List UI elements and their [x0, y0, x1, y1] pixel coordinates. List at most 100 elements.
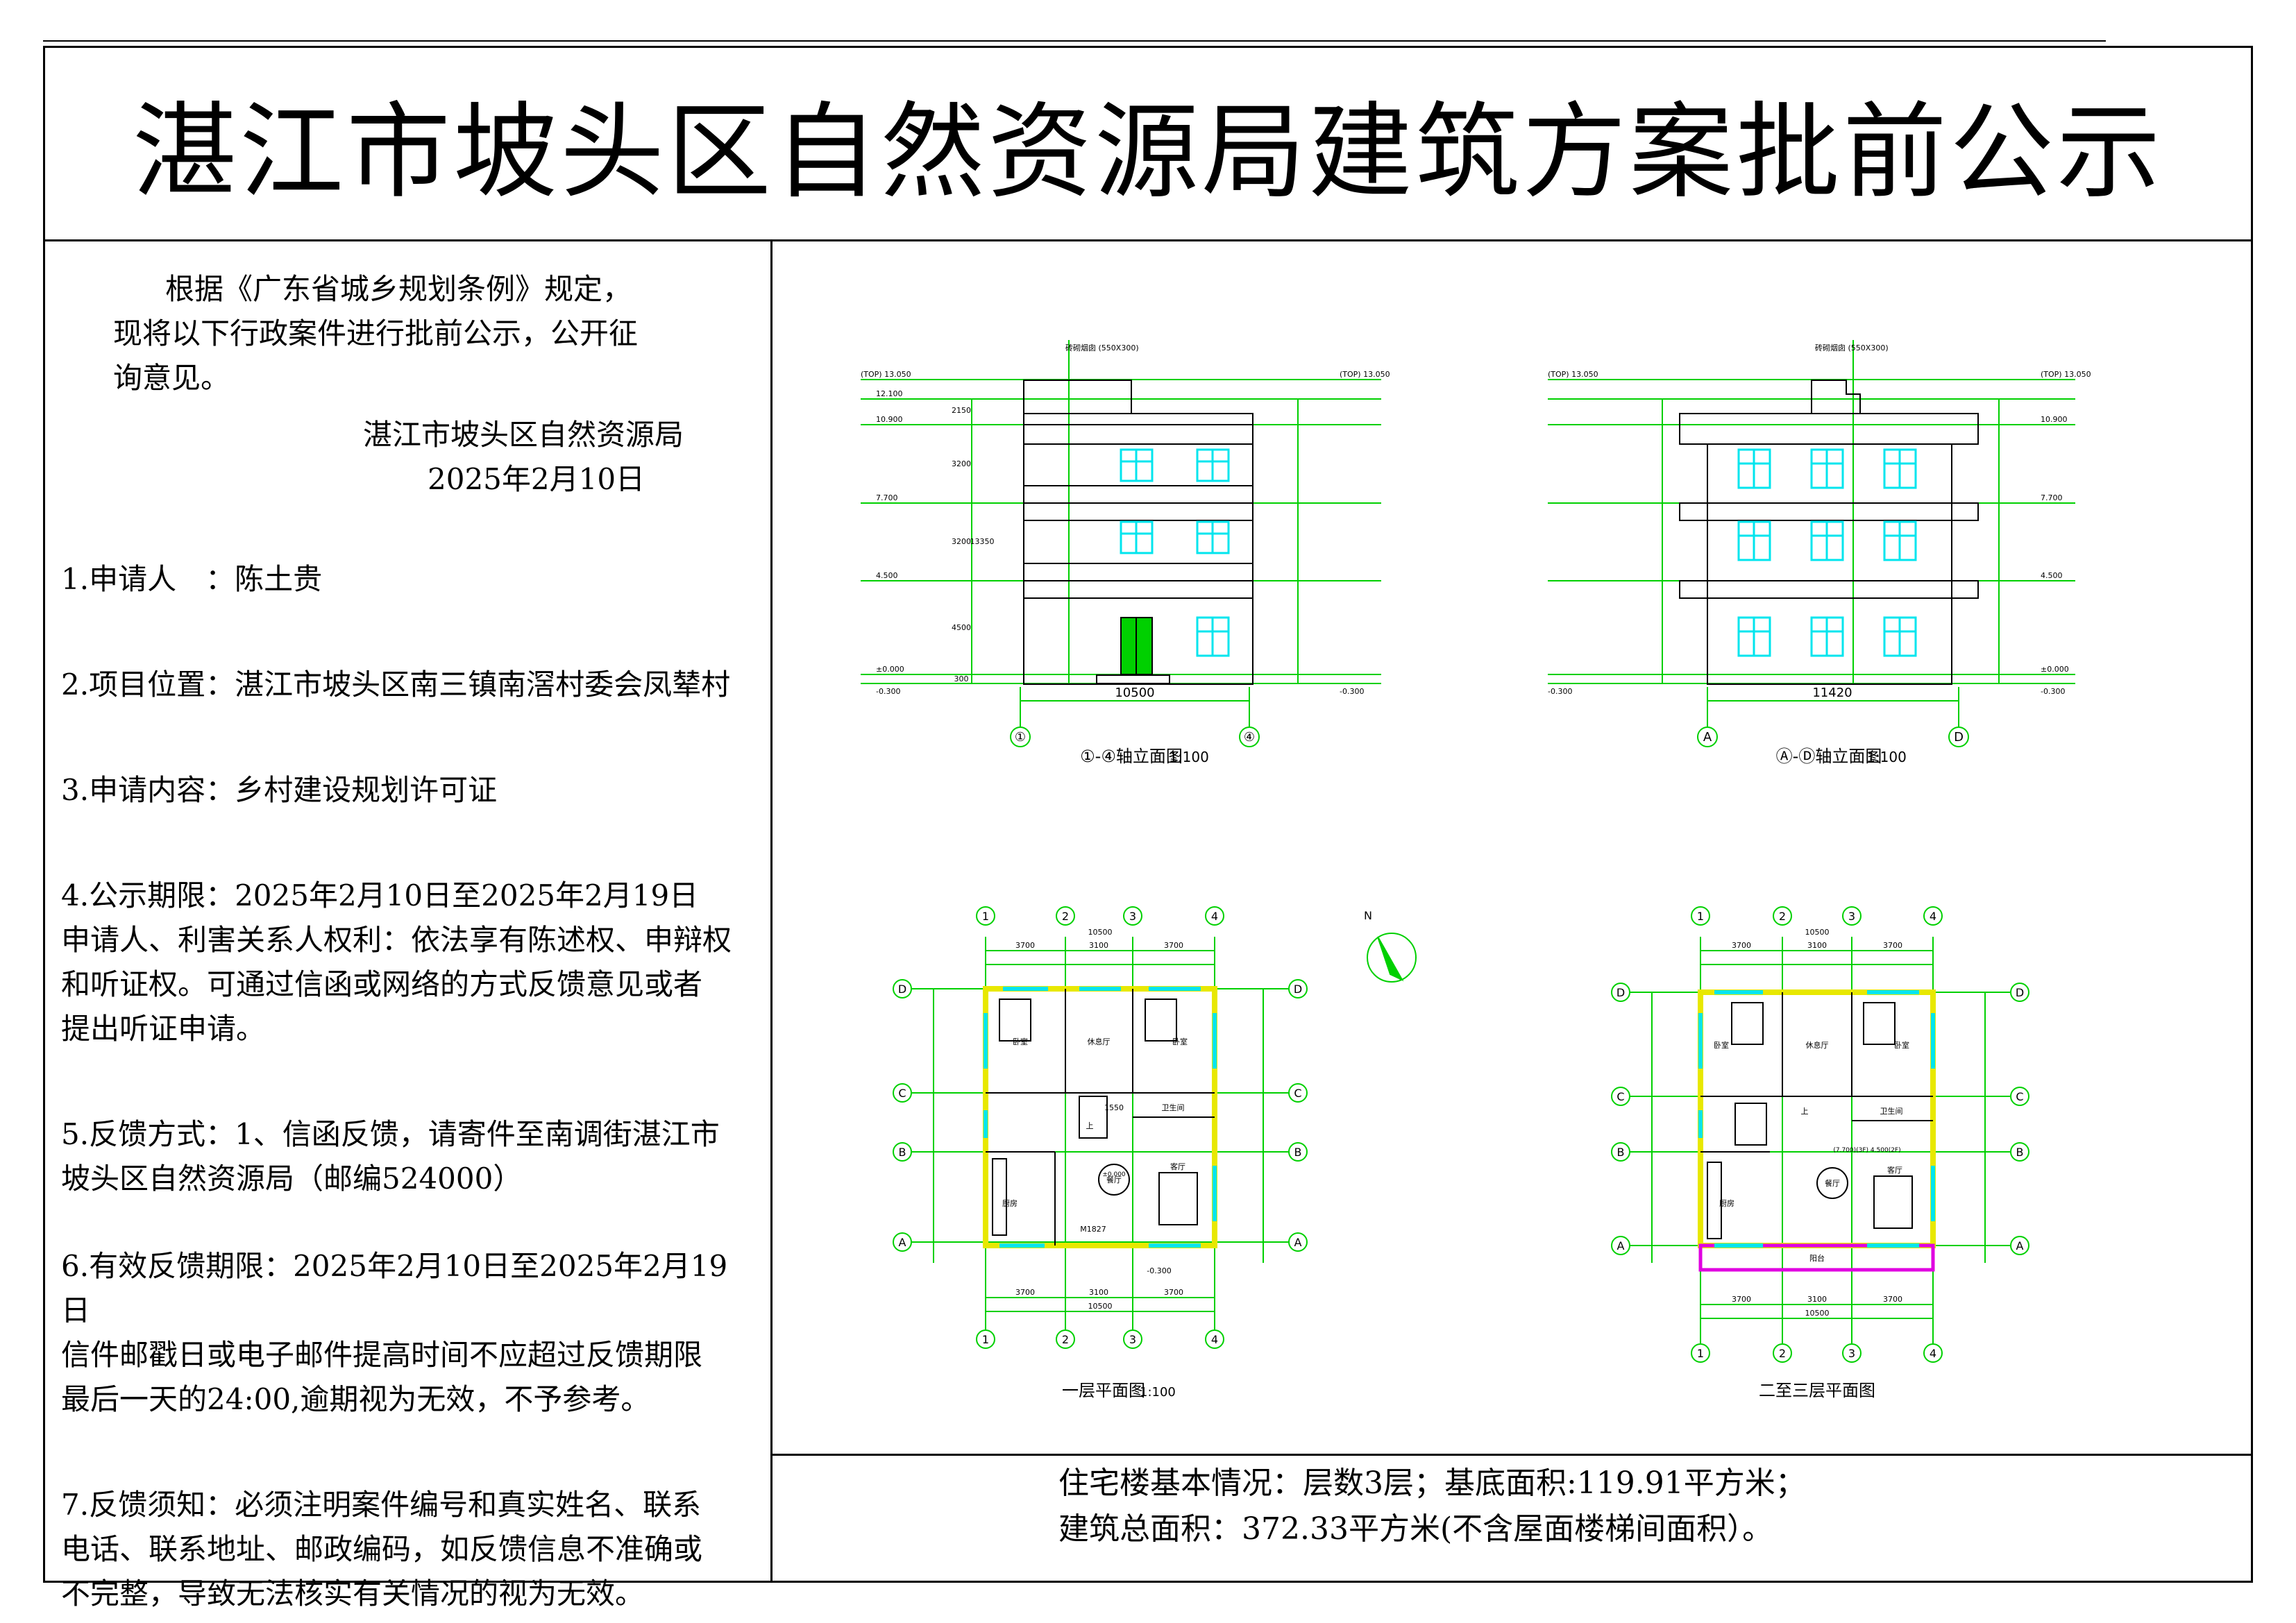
plan1-title: 一层平面图	[1062, 1381, 1145, 1400]
p1-axis-a: A	[899, 1236, 906, 1249]
p2-dim-total: 10500	[1805, 928, 1830, 937]
elev2-level-0-r: ±0.000	[2041, 665, 2069, 674]
elev2-level-4-r: 4.500	[2041, 571, 2063, 580]
p2-axis-d-r: D	[2016, 986, 2024, 999]
p2-axis-a: A	[1617, 1239, 1625, 1252]
notes-line-3: 不完整，导致无法核实有关情况的视为无效。	[61, 1577, 645, 1611]
p1-room-kitchen: 厨房	[1002, 1199, 1018, 1208]
svg-text:D: D	[1954, 730, 1964, 745]
p2-room-bed1: 卧室	[1714, 1040, 1729, 1050]
elev1-dim-4500: 4500	[952, 623, 971, 632]
p1-axis-b-r: B	[1294, 1146, 1302, 1159]
svg-text:A: A	[1703, 730, 1712, 745]
elev1-chimney: 砖砌烟囱 (550X300)	[1065, 343, 1139, 352]
rights-line-3: 提出听证申请。	[61, 1012, 266, 1046]
p1-dim-total-b: 10500	[1088, 1302, 1113, 1311]
elev1-scale: 1:100	[1169, 749, 1209, 765]
footer-divider	[770, 1454, 2253, 1456]
p1-dim-3700a: 3700	[1015, 941, 1035, 950]
p2-dim-3700d: 3700	[1883, 1295, 1902, 1304]
notice-text: 根据《广东省城乡规划条例》规定， 现将以下行政案件进行批前公示，公开征 询意见。…	[61, 267, 755, 1616]
p1-room-bed1: 卧室	[1013, 1037, 1028, 1046]
p1-dim-3100b: 3100	[1089, 1288, 1108, 1297]
elev2-level-top: (TOP) 13.050	[1548, 370, 1598, 379]
p1-door: M1827	[1080, 1225, 1106, 1234]
notes-line-2: 电话、联系地址、邮政编码，如反馈信息不准确或	[61, 1532, 703, 1566]
publicity-period: 4.公示期限：2025年2月10日至2025年2月19日	[61, 878, 699, 912]
plan-2: 1 2 3 4 1 2 3 4 D C B A D C B A 3700 310…	[1611, 906, 2029, 1400]
issuer: 湛江市坡头区自然资源局	[363, 418, 684, 452]
p1-room-bed2: 卧室	[1172, 1037, 1188, 1046]
p2-axis-a-r: A	[2016, 1239, 2024, 1252]
outer-frame	[43, 46, 2253, 1583]
elev1-width: 10500	[1115, 686, 1154, 700]
p2-axis-2: 2	[1779, 910, 1786, 923]
p2-axis-b-r: B	[2016, 1146, 2024, 1159]
title-divider	[43, 239, 2253, 241]
applicant: 1.申请人 ：陈土贵	[61, 562, 323, 596]
p1-axis-3: 3	[1129, 910, 1136, 923]
elev1-dim-3200a: 3200	[952, 459, 971, 468]
north-arrow-icon: N	[1364, 909, 1417, 983]
intro-line-3: 询意见。	[113, 361, 230, 395]
p2-room-living: 客厅	[1887, 1165, 1902, 1175]
plan-1: 1 2 3 4 1 2 3 4 D C B A D C B A 3700 310…	[893, 906, 1308, 1400]
p2-axis-1b: 1	[1697, 1347, 1704, 1360]
svg-text:①: ①	[1015, 730, 1026, 745]
elev1-level-top-r: (TOP) 13.050	[1340, 370, 1390, 379]
column-divider	[770, 239, 773, 1583]
p2-axis-d: D	[1617, 986, 1625, 999]
p1-dim-3700c: 3700	[1015, 1288, 1035, 1297]
p2-dim-3700c: 3700	[1732, 1295, 1751, 1304]
p1-axis-1: 1	[982, 910, 989, 923]
p1-level-zero: ±0.000	[1102, 1171, 1126, 1178]
elev1-level-4: 4.500	[876, 571, 898, 580]
p1-axis-c: C	[898, 1087, 906, 1100]
p2-dim-3700b: 3700	[1883, 941, 1902, 950]
p2-balcony: 阳台	[1809, 1253, 1825, 1263]
elev2-level-7-r: 7.700	[2041, 493, 2063, 502]
p2-axis-4: 4	[1930, 910, 1936, 923]
p2-axis-1: 1	[1697, 910, 1704, 923]
elev2-level-neg-r: -0.300	[2041, 687, 2065, 696]
elev2-level-10-r: 10.900	[2041, 415, 2068, 424]
p2-stair: 上	[1801, 1107, 1809, 1116]
p2-axis-3b: 3	[1848, 1347, 1855, 1360]
p2-axis-b: B	[1617, 1146, 1625, 1159]
summary-line-2: 建筑总面积：372.33平方米(不含屋面楼梯间面积）。	[1058, 1511, 1773, 1547]
p1-room-living: 客厅	[1170, 1162, 1185, 1171]
p1-axis-4b: 4	[1211, 1333, 1218, 1346]
elev1-dim-300: 300	[954, 674, 969, 683]
p2-axis-2b: 2	[1779, 1347, 1786, 1360]
plan2-title: 二至三层平面图	[1759, 1381, 1875, 1400]
elev2-title: Ⓐ-Ⓓ轴立面图	[1776, 747, 1882, 766]
notes-line-1: 7.反馈须知：必须注明案件编号和真实姓名、联系	[61, 1488, 702, 1522]
page-title: 湛江市坡头区自然资源局建筑方案批前公示	[132, 92, 2163, 213]
rights-line-1: 申请人、利害关系人权利：依法享有陈述权、申辩权	[61, 923, 732, 957]
p2-axis-4b: 4	[1930, 1347, 1936, 1360]
intro-line-2: 现将以下行政案件进行批前公示，公开征	[113, 316, 639, 350]
p1-axis-c-r: C	[1294, 1087, 1301, 1100]
p1-level: -0.300	[1147, 1266, 1171, 1275]
p1-axis-2: 2	[1062, 910, 1069, 923]
intro-line-1: 根据《广东省城乡规划条例》规定，	[165, 272, 632, 306]
p2-dim-3700a: 3700	[1732, 941, 1751, 950]
elev1-title: ①-④轴立面图	[1080, 747, 1183, 766]
p1-axis-1b: 1	[982, 1333, 989, 1346]
elev1-level-12: 12.100	[876, 389, 903, 398]
p1-axis-d-r: D	[1294, 983, 1302, 996]
elev1-dim-total: 13350	[970, 537, 995, 546]
p2-room-wc: 卫生间	[1880, 1106, 1903, 1116]
elev2-chimney: 砖砌烟囱 (550X300)	[1815, 343, 1889, 352]
p1-axis-3b: 3	[1129, 1333, 1136, 1346]
project-location: 2.项目位置：湛江市坡头区南三镇南滘村委会凤辇村	[61, 668, 731, 702]
p1-axis-d: D	[898, 983, 906, 996]
elev1-dim-2150: 2150	[952, 406, 971, 415]
feedback-deadline-2: 信件邮戳日或电子邮件提高时间不应超过反馈期限	[61, 1338, 703, 1372]
elev2-level-top-r: (TOP) 13.050	[2041, 370, 2091, 379]
p1-room-wc: 卫生间	[1162, 1103, 1185, 1112]
p1-stair-dim: 1550	[1104, 1103, 1124, 1112]
